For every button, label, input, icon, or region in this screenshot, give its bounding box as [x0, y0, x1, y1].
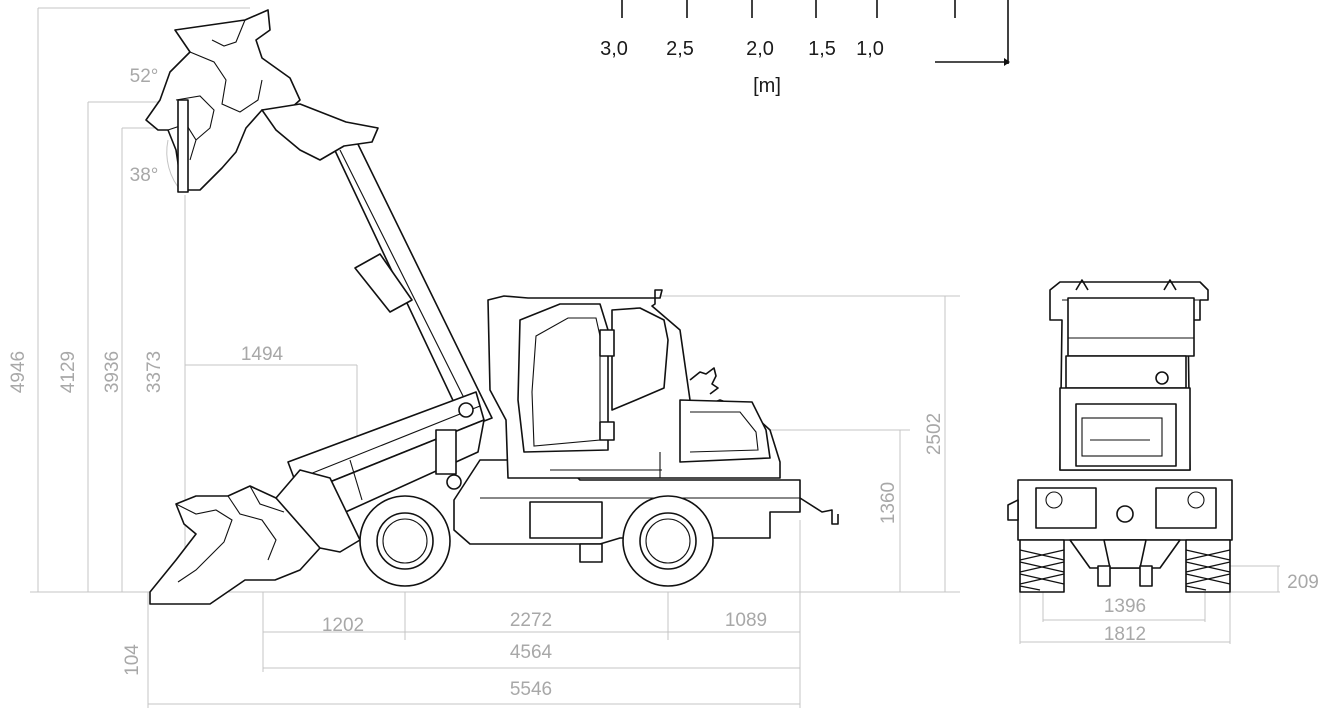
loader-side-view — [145, 9, 839, 605]
front-right-tire — [1185, 539, 1231, 593]
dim-4946: 4946 — [8, 351, 29, 393]
dim-2502: 2502 — [924, 413, 945, 455]
dim-1812: 1812 — [1104, 624, 1146, 645]
dim-4564: 4564 — [510, 642, 553, 663]
scale-unit: [m] — [753, 75, 781, 97]
dim-2272: 2272 — [510, 610, 552, 631]
dim-3936: 3936 — [102, 351, 123, 393]
cab — [487, 289, 781, 479]
angle-52: 52° — [130, 66, 159, 87]
loader-front-view — [1007, 279, 1233, 593]
scale-tick-3: 2,0 — [746, 38, 774, 60]
scale-tick-1: 3,0 — [600, 38, 628, 60]
lowered-bucket — [149, 469, 361, 605]
front-wheel — [359, 495, 451, 587]
lowered-boom — [287, 391, 485, 529]
scale-tick-5: 1,0 — [856, 38, 884, 60]
dim-1360: 1360 — [878, 482, 899, 524]
dim-1494: 1494 — [241, 344, 284, 365]
dim-209: 209 — [1287, 572, 1319, 593]
scale-tick-2: 2,5 — [666, 38, 694, 60]
raised-bucket — [145, 9, 379, 193]
dim-3373: 3373 — [144, 351, 165, 393]
front-left-tire — [1019, 539, 1065, 593]
dim-1089: 1089 — [725, 610, 767, 631]
front-dimensions: 209 1396 1812 — [1019, 565, 1319, 645]
dim-4129: 4129 — [58, 351, 79, 393]
scale-tick-4: 1,5 — [808, 38, 836, 60]
scale-bar: 3,0 2,5 2,0 1,5 1,0 [m] — [600, 0, 1010, 97]
chassis — [453, 459, 839, 563]
dim-1396: 1396 — [1104, 596, 1146, 617]
raised-boom — [329, 131, 493, 429]
rear-wheel — [622, 495, 714, 587]
angle-38: 38° — [130, 165, 159, 186]
side-dimensions: 4946 4129 3936 3373 2502 1360 52° 38° 14… — [8, 7, 960, 708]
dim-1202: 1202 — [322, 615, 364, 636]
dim-5546: 5546 — [510, 679, 552, 700]
dim-104: 104 — [122, 644, 143, 676]
